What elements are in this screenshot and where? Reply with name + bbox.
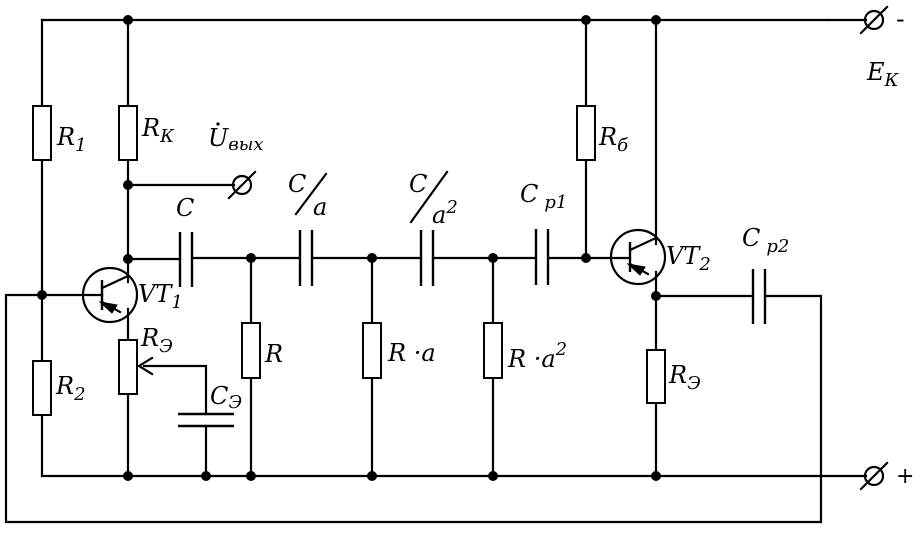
resistor-ra2 (483, 322, 503, 379)
label-ek: EК (866, 58, 900, 91)
label-re2: RЭ (668, 361, 701, 394)
label-r1: R1 (56, 123, 87, 156)
label-ce: CЭ (210, 382, 242, 413)
label-uout: Uвых (208, 122, 264, 155)
label-r: R (264, 340, 283, 368)
svg-text:C: C (409, 170, 427, 198)
terminal-uout (227, 170, 257, 200)
label-vt2: VT2 (666, 242, 711, 275)
terminal-ek-minus (859, 5, 889, 35)
svg-text:a2: a2 (432, 197, 458, 229)
capacitor-ce (178, 412, 234, 428)
transistor-vt2 (609, 228, 667, 286)
resistor-ra (362, 322, 382, 379)
label-re1: RЭ (140, 324, 173, 357)
terminal-plus-label: + (896, 464, 914, 489)
resistor-rb (576, 105, 596, 161)
resistor-re1 (118, 339, 138, 395)
label-rk: RК (141, 114, 175, 147)
capacitor-c3 (419, 230, 435, 286)
label-ra: R ·a (387, 339, 436, 367)
label-rb: Rб (598, 123, 629, 156)
resistor-r2 (32, 360, 52, 416)
uout-dot-accent (216, 122, 220, 126)
resistor-r (241, 322, 261, 379)
label-c1: C (176, 194, 194, 222)
junction-dots (37, 15, 661, 481)
capacitor-c1 (178, 232, 194, 287)
capacitor-cp2 (751, 269, 767, 324)
terminal-minus-label: - (896, 5, 905, 33)
resistor-re2 (646, 349, 666, 404)
svg-text:a: a (313, 193, 327, 221)
svg-text:C: C (288, 170, 306, 198)
terminal-plus (859, 461, 889, 491)
transistor-vt1 (81, 266, 139, 324)
label-c2: C a (288, 170, 328, 221)
label-r2: R2 (55, 372, 86, 405)
potentiometer-arrow (136, 356, 154, 376)
label-vt1: VT1 (138, 280, 183, 313)
label-ra2: R ·a2 (507, 339, 567, 373)
label-c3: C a2 (409, 170, 458, 229)
resistor-rk (118, 105, 138, 161)
svg-text:Uвых: Uвых (208, 124, 264, 155)
capacitor-c2 (298, 230, 314, 286)
resistor-r1 (32, 105, 52, 161)
capacitor-cp1 (534, 229, 550, 285)
wires (4, 18, 868, 524)
